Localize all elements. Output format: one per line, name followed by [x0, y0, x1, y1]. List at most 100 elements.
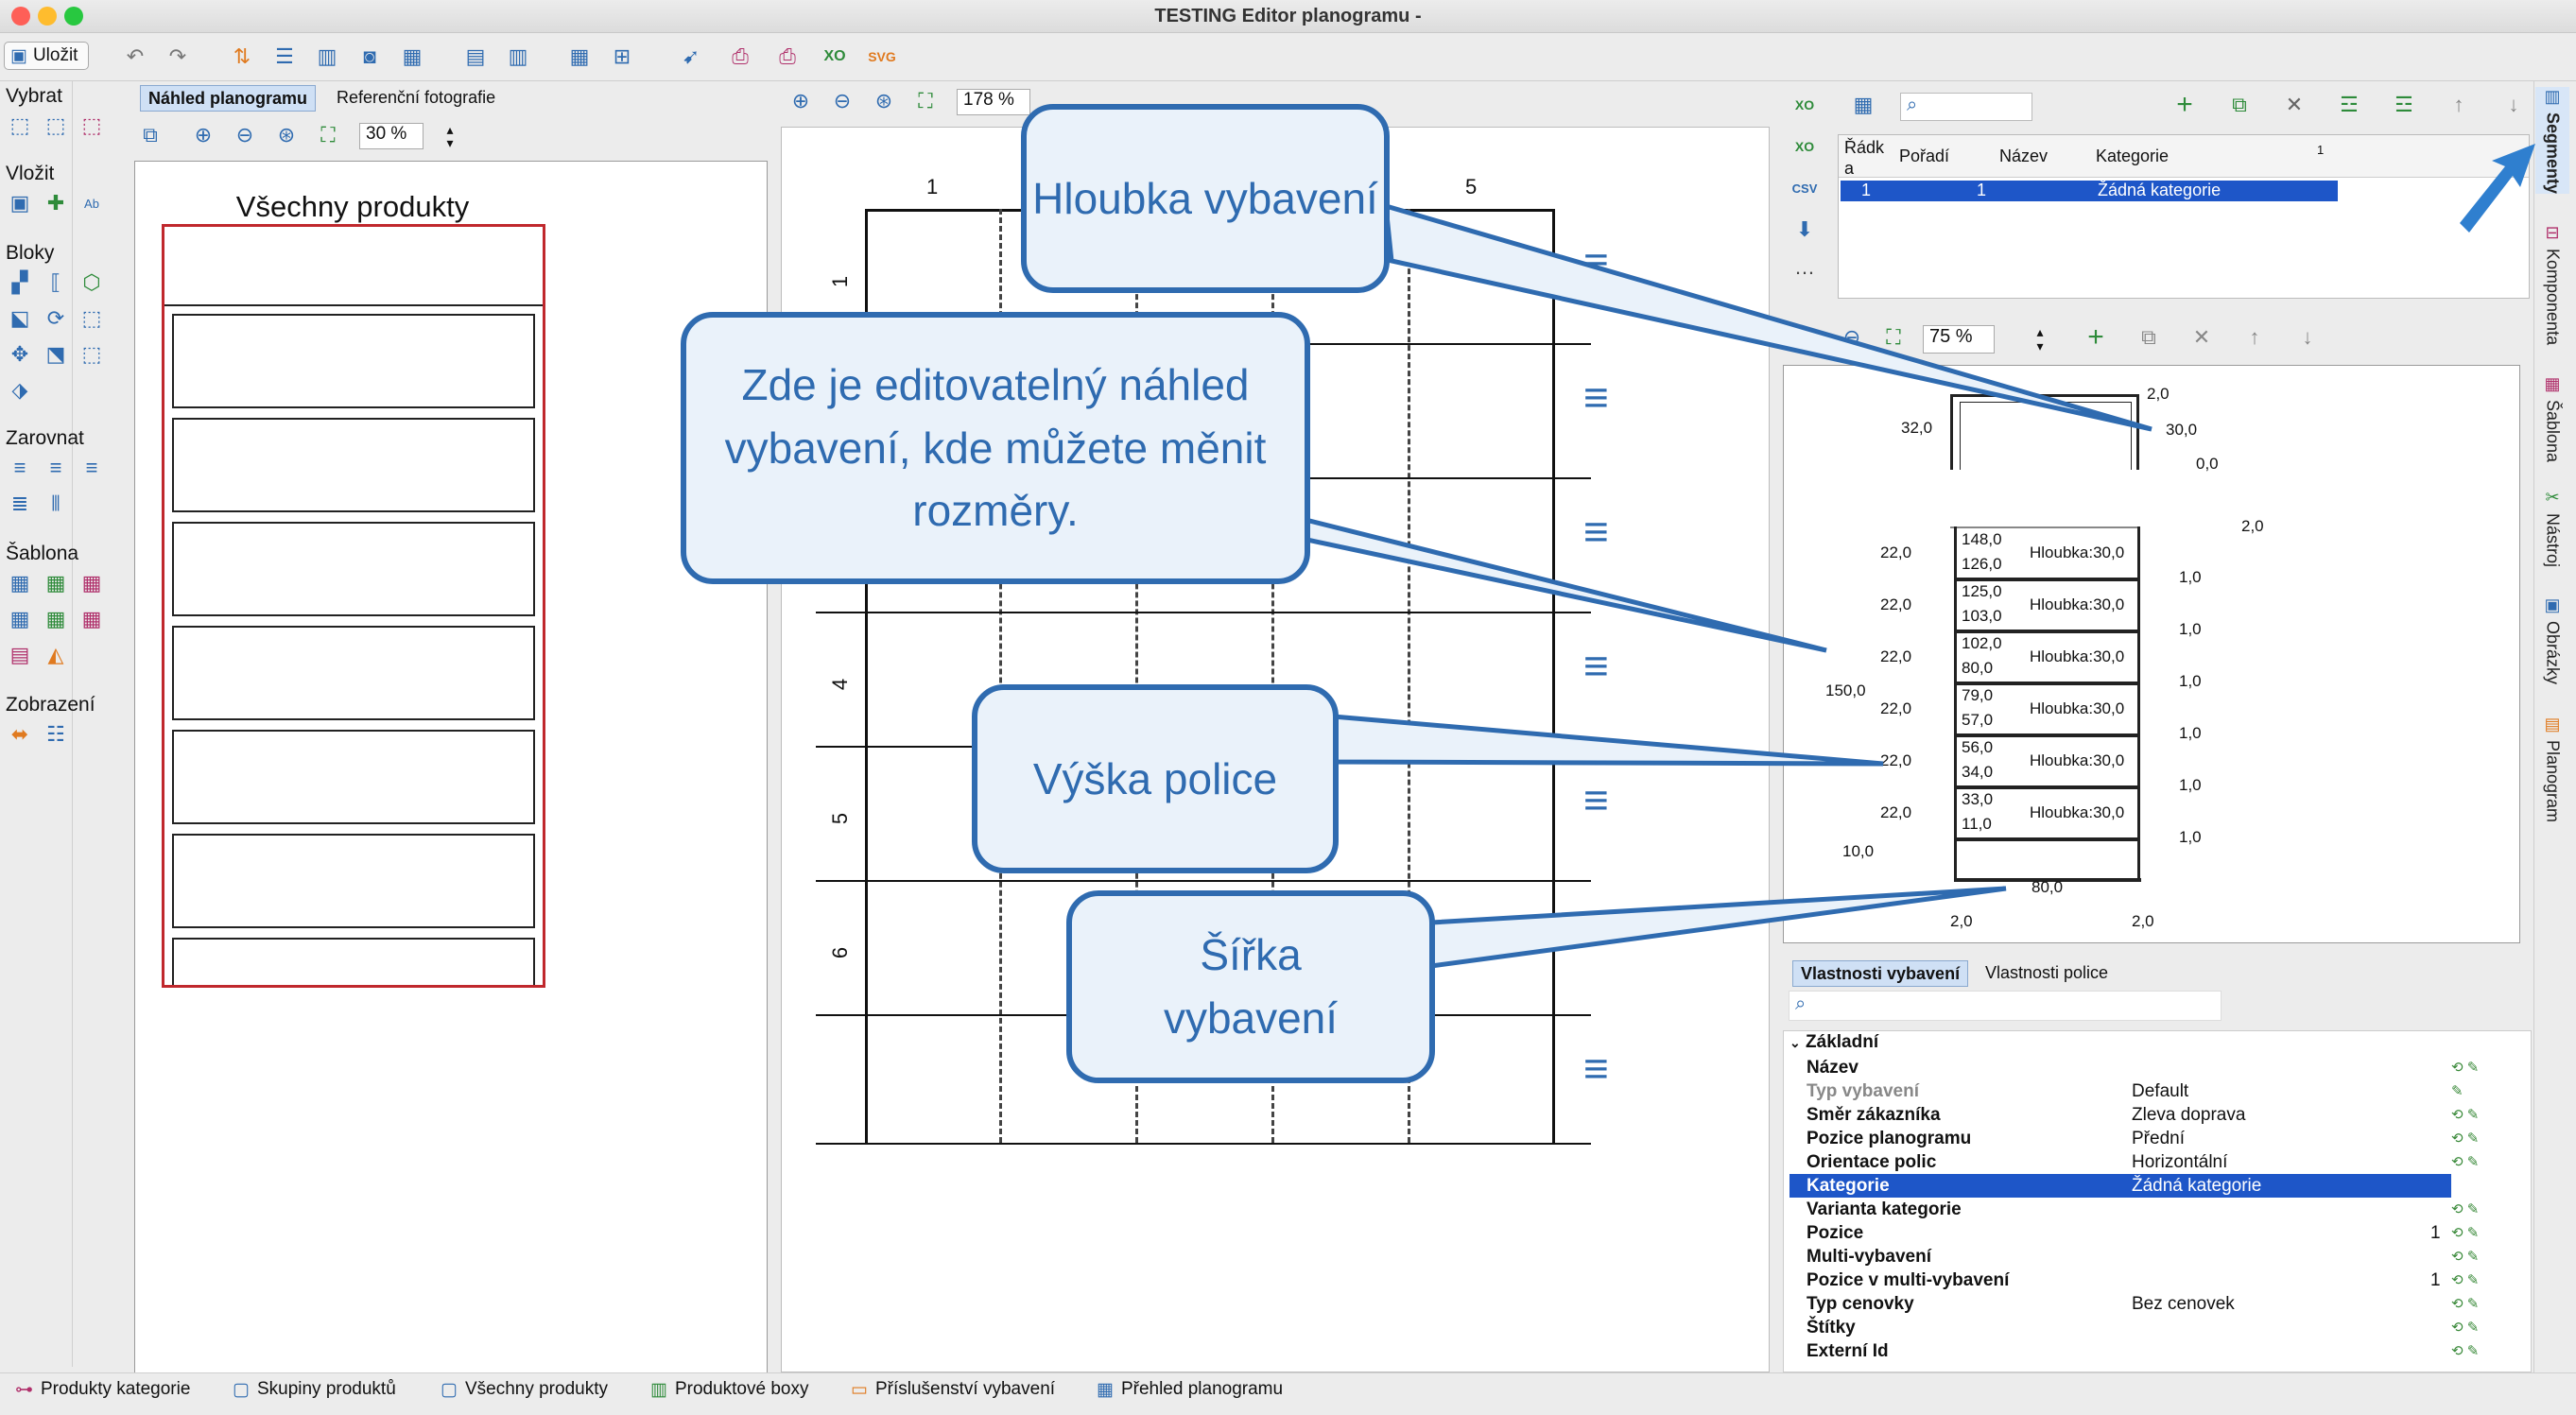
excel-export-icon[interactable]: XO [823, 48, 846, 64]
zoom-in-icon[interactable]: ⊕ [194, 123, 213, 147]
export-list-icon[interactable]: ☲ [2394, 93, 2413, 116]
excel-import-icon[interactable]: XO [1794, 139, 1815, 154]
add-shelf-icon[interactable]: + [2087, 321, 2104, 353]
bottom-tab-overview[interactable]: ▦Přehled planogramu [1097, 1379, 1284, 1400]
grid-view-icon[interactable]: ▦ [402, 44, 423, 68]
properties-search-input[interactable]: ⌕ [1789, 991, 2222, 1021]
insert-text-icon[interactable]: Ab [84, 196, 99, 211]
move-icon[interactable]: ✥ [10, 342, 29, 366]
bottom-tab-accessories[interactable]: ▭Příslušenství vybavení [851, 1379, 1056, 1400]
template-7-icon[interactable]: ▤ [9, 643, 30, 666]
shelf-handle-icon[interactable]: ≡ [1583, 1044, 1609, 1093]
block-tool-5-icon[interactable]: ⟳ [46, 306, 65, 330]
preview-shelf[interactable] [172, 938, 535, 985]
distribute-vertical-icon[interactable]: ⦀ [51, 492, 61, 515]
table-settings-icon[interactable]: ▦ [1853, 93, 1874, 116]
select-icon[interactable]: ⬚ [9, 113, 30, 137]
shelf-row[interactable]: 22,0 79,0 57,0 Hloubka:30,0 1,0 [1880, 686, 2202, 742]
preview-shelf[interactable] [172, 314, 535, 408]
property-row[interactable]: Název⟲ ✎ [1807, 1058, 2480, 1078]
col-header[interactable]: Název [1999, 147, 2049, 165]
side-tab-segments[interactable]: ▥Segmenty [2535, 87, 2569, 195]
side-tab-template[interactable]: ▦Šablona [2543, 374, 2563, 463]
col-header[interactable]: Pořadí [1899, 147, 1950, 165]
delete-shelf-icon[interactable]: ✕ [2192, 325, 2211, 349]
preview-shelf[interactable] [172, 730, 535, 824]
equipment-editor-canvas[interactable]: 2,0 30,0 32,0 0,0 2,0 150,0 10,0 22,0 14… [1783, 365, 2520, 943]
preview-zoom-field[interactable]: 30 % [359, 123, 424, 149]
equipment-preview-frame[interactable] [162, 224, 545, 988]
camera-icon[interactable]: ◙ [363, 44, 376, 68]
sort-icon[interactable]: ⇅ [233, 44, 251, 68]
insert-product-icon[interactable]: ✚ [46, 191, 65, 215]
template-5-icon[interactable]: ▦ [45, 607, 66, 630]
import-icon[interactable]: ☲ [2340, 93, 2359, 116]
shelf-row[interactable]: 22,0 33,0 11,0 Hloubka:30,0 1,0 [1880, 790, 2202, 846]
shelf-row[interactable]: 22,0 125,0 103,0 Hloubka:30,0 1,0 [1880, 582, 2202, 638]
save-button[interactable]: ▣Uložit [4, 42, 89, 70]
pdf-export-icon[interactable]: ⎙ [779, 44, 796, 68]
shelf-handle-icon[interactable]: ≡ [1583, 641, 1609, 690]
bottom-tab-all-products[interactable]: ▢Všechny produkty [441, 1379, 608, 1400]
preview-fit-icon[interactable]: ⧉ [143, 123, 158, 147]
export-icon[interactable]: ⬇ [1795, 217, 1814, 241]
shelf-handle-icon[interactable]: ≡ [1583, 775, 1609, 824]
shelf-row[interactable]: 22,0 148,0 126,0 Hloubka:30,0 1,0 [1880, 530, 2202, 586]
block-tool-1-icon[interactable]: ▞ [11, 270, 28, 294]
preview-shelf[interactable] [172, 418, 535, 512]
block-tool-2-icon[interactable]: ⟦ [50, 270, 61, 294]
tab-reference-photos[interactable]: Referenční fotografie [337, 87, 496, 107]
maximize-window-button[interactable] [64, 7, 83, 26]
col-header[interactable]: Řádk a [1844, 138, 1885, 178]
property-row[interactable]: Multi-vybavení⟲ ✎ [1807, 1247, 2480, 1267]
preview-shelf[interactable] [172, 626, 535, 720]
property-row[interactable]: Externí Id⟲ ✎ [1807, 1341, 2480, 1361]
align-left-icon[interactable]: ≡ [13, 456, 26, 479]
select-area-icon[interactable]: ⬚ [81, 113, 102, 137]
template-1-icon[interactable]: ▦ [9, 571, 30, 595]
template-2-icon[interactable]: ▦ [45, 571, 66, 595]
csv-icon[interactable]: CSV [1791, 181, 1818, 196]
block-tool-3-icon[interactable]: ⬡ [82, 270, 101, 294]
move-down-icon[interactable]: ↓ [2508, 93, 2519, 116]
minimize-window-button[interactable] [38, 7, 57, 26]
side-tab-planogram[interactable]: ▤Planogram [2543, 715, 2563, 823]
template-8-icon[interactable]: ◭ [47, 643, 64, 666]
shelf-handle-icon[interactable]: ≡ [1583, 507, 1609, 556]
svg-export-icon[interactable]: SVG [868, 49, 896, 64]
list-view-icon[interactable]: ☰ [275, 44, 294, 68]
preview-shelf[interactable] [172, 522, 535, 616]
shelf-up-icon[interactable]: ↑ [2249, 325, 2260, 349]
side-tab-tool[interactable]: ✂Nástroj [2543, 488, 2563, 568]
shelves-icon[interactable]: ▥ [508, 44, 528, 68]
center-zoom-reset-icon[interactable]: ⊛ [874, 89, 893, 112]
duplicate-shelf-icon[interactable]: ⧉ [2141, 325, 2156, 349]
undo-icon[interactable]: ↶ [126, 44, 145, 68]
shelf-down-icon[interactable]: ↓ [2302, 325, 2313, 349]
segments-search-input[interactable]: ⌕ [1900, 93, 2032, 121]
distribute-icon[interactable]: ≣ [10, 492, 29, 515]
template-3-icon[interactable]: ▦ [81, 571, 102, 595]
block-tool-8-icon[interactable]: ⬔ [45, 342, 66, 366]
close-window-button[interactable] [11, 7, 30, 26]
shelf-row[interactable]: 22,0 102,0 80,0 Hloubka:30,0 1,0 [1880, 634, 2202, 690]
delete-icon[interactable]: ✕ [2285, 93, 2304, 116]
col-header[interactable]: Kategorie [2096, 147, 2170, 165]
block-tool-10-icon[interactable]: ⬗ [11, 378, 28, 402]
view-1-icon[interactable]: ⬌ [10, 722, 29, 746]
table-row[interactable]: 1 1 Žádná kategorie [1841, 181, 2338, 201]
equipment-zoom-field[interactable]: 75 % [1923, 325, 1995, 354]
hierarchy-icon[interactable]: ⊞ [613, 44, 631, 68]
add-icon[interactable]: + [2176, 89, 2193, 120]
duplicate-icon[interactable]: ⧉ [2232, 93, 2247, 116]
template-6-icon[interactable]: ▦ [81, 607, 102, 630]
pdf-icon[interactable]: ⎙ [732, 44, 749, 68]
properties-section[interactable]: ⌄ Základní [1789, 1032, 1879, 1052]
align-right-icon[interactable]: ≡ [85, 456, 98, 479]
tab-shelf-properties[interactable]: Vlastnosti police [1985, 962, 2109, 982]
